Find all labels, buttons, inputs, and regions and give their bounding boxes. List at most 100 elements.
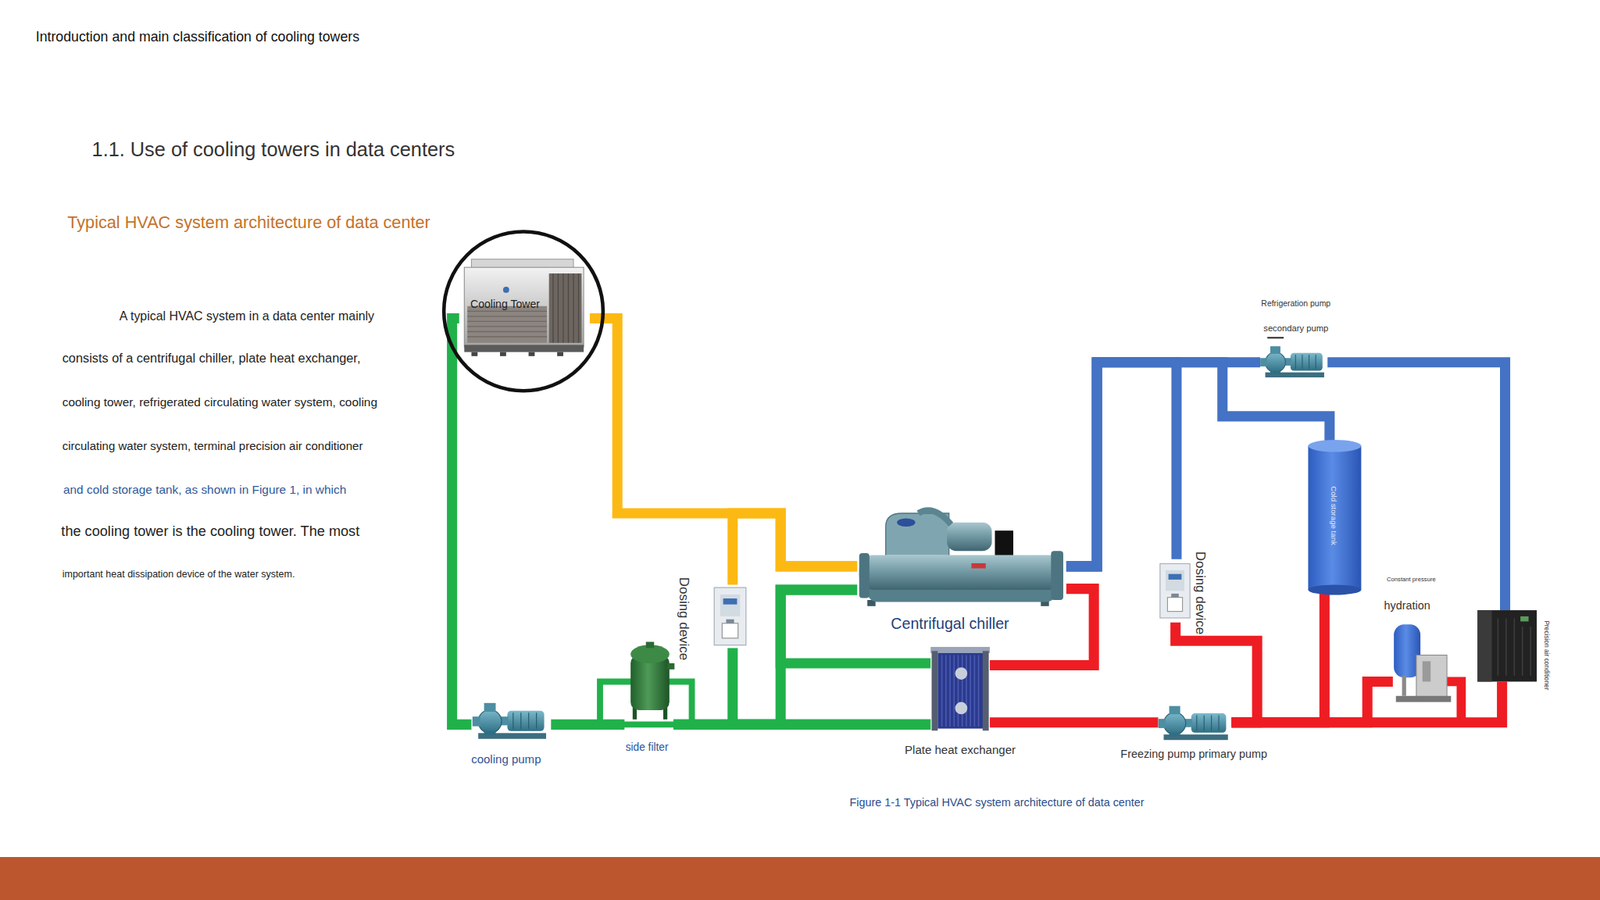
- equipment-node: Constant pressurehydration: [1392, 620, 1451, 702]
- precision-air-conditioner-illustration-part: [1520, 616, 1529, 622]
- secondary-pump-illustration-part: [1260, 346, 1325, 378]
- dosing-device-illustration-part: [714, 587, 747, 646]
- centrifugal-chiller-illustration-part: [946, 522, 992, 552]
- water-pipe: [732, 513, 858, 585]
- cooling-tower-illustration-part: [503, 286, 510, 293]
- centrifugal-chiller-illustration-part: [918, 510, 952, 525]
- equipment-node: cooling pump: [471, 702, 551, 742]
- cooling-tower-illustration-part: [549, 273, 583, 343]
- water-pipe: [452, 318, 472, 725]
- water-pipe: [1066, 362, 1330, 567]
- water-pipe: [673, 589, 858, 725]
- dosing-device-illustration-part: [1160, 564, 1190, 618]
- cooling-tower-illustration-part: [557, 352, 564, 357]
- primary-pump-illustration: [1157, 706, 1228, 740]
- plate-heat-exchanger-illustration-part: [930, 646, 990, 654]
- equipment-node: Cooling Tower: [459, 257, 590, 355]
- plate-heat-exchanger-illustration-part: [955, 702, 968, 715]
- cold-storage-tank-illustration-part: [1307, 584, 1361, 595]
- water-pipe: [1231, 592, 1325, 723]
- footer-band: [0, 857, 1600, 900]
- cooling-tower-illustration: [443, 231, 604, 391]
- hydration-unit-illustration-part: [1396, 696, 1452, 703]
- body-text: circulating water system, terminal preci…: [62, 439, 364, 452]
- page-header: Introduction and main classification of …: [35, 30, 360, 45]
- hydration-unit-illustration-part: [1422, 660, 1431, 682]
- equipment-node: Freezing pump primary pump: [1157, 702, 1232, 743]
- cooling-tower-illustration-part: [464, 267, 584, 347]
- equipment-label: Plate heat exchanger: [904, 743, 1016, 756]
- equipment-label: Constant pressure: [1386, 576, 1436, 583]
- equipment-node: Centrifugal chiller: [857, 510, 1067, 604]
- centrifugal-chiller-illustration-part: [859, 553, 870, 598]
- side-filter-illustration-part: [646, 642, 654, 649]
- precision-air-conditioner-illustration: [1477, 610, 1537, 682]
- precision-air-conditioner-illustration-part: [1477, 610, 1492, 682]
- water-pipe: [1066, 362, 1177, 567]
- equipment-label: hydration: [1384, 599, 1431, 611]
- body-text: consists of a centrifugal chiller, plate…: [62, 351, 361, 365]
- centrifugal-chiller-illustration-part: [885, 513, 950, 556]
- body-text: and cold storage tank, as shown in Figur…: [63, 483, 347, 496]
- primary-pump-illustration-part: [1157, 706, 1228, 740]
- equipment-node: Dosing device: [712, 584, 749, 648]
- equipment-label: cooling pump: [471, 753, 541, 765]
- equipment-label: secondary pump: [1263, 324, 1329, 333]
- cooling-tower-illustration-part: [471, 352, 478, 357]
- centrifugal-chiller-illustration: [859, 510, 1064, 607]
- equipment-node: Refrigeration pumpsecondary pump: [1260, 344, 1328, 382]
- body-text: cooling tower, refrigerated circulating …: [62, 396, 378, 408]
- equipment-label: Dosing device: [678, 576, 692, 661]
- figure-caption: Figure 1-1 Typical HVAC system architect…: [850, 796, 1145, 808]
- section-heading: 1.1. Use of cooling towers in data cente…: [92, 139, 456, 160]
- equipment-label: Dosing device: [1194, 551, 1208, 636]
- water-pipe: [989, 717, 1159, 728]
- cooling-tower-illustration-part: [500, 352, 507, 357]
- cooling-tower-illustration-part: [528, 352, 536, 357]
- hydration-unit-illustration-part: [1416, 655, 1447, 699]
- hydration-unit-illustration-part: [1402, 675, 1407, 697]
- body-text: important heat dissipation device of the…: [62, 569, 296, 580]
- centrifugal-chiller-illustration-part: [859, 555, 1064, 590]
- equipment-label: Centrifugal chiller: [890, 617, 1009, 633]
- cooling-pump-illustration-part: [472, 703, 547, 740]
- side-filter-illustration-part: [630, 655, 670, 711]
- equipment-node: side filter: [624, 640, 674, 729]
- side-filter-illustration-part: [667, 663, 675, 670]
- equipment-label: Refrigeration pump: [1260, 300, 1331, 308]
- cooling-tower-illustration-part: [464, 344, 584, 352]
- cooling-tower-illustration-part: [467, 306, 547, 343]
- figure-title: Typical HVAC system architecture of data…: [67, 214, 431, 232]
- equipment-label: Freezing pump primary pump: [1120, 748, 1268, 760]
- cold-storage-tank-illustration-part: [1307, 439, 1361, 453]
- equipment-label: Cooling Tower: [470, 298, 540, 310]
- equipment-node: Plate heat exchanger: [930, 649, 990, 731]
- cooling-pump-illustration: [472, 703, 547, 740]
- body-text: the cooling tower is the cooling tower. …: [60, 524, 360, 539]
- hydration-unit-illustration: [1393, 624, 1451, 702]
- plate-heat-exchanger-illustration-part: [942, 655, 979, 727]
- equipment-node: Cold storage tank: [1307, 440, 1361, 592]
- cold-storage-tank-illustration-part: [1307, 446, 1361, 590]
- plate-heat-exchanger-illustration-part: [955, 667, 968, 680]
- centrifugal-chiller-illustration-part: [994, 530, 1014, 555]
- centrifugal-chiller-illustration-part: [1050, 550, 1064, 600]
- secondary-pump-illustration: [1260, 337, 1325, 378]
- precision-air-conditioner-illustration-part: [1477, 610, 1537, 682]
- water-pipe: [732, 647, 931, 725]
- water-pipe: [589, 318, 858, 567]
- equipment-label: Cold storage tank: [1329, 485, 1338, 546]
- equipment-label: Precision air conditioner: [1543, 620, 1550, 690]
- cooling-tower-illustration-part: [443, 231, 604, 391]
- precision-air-conditioner-illustration-part: [1497, 618, 1531, 676]
- secondary-pump-illustration-part: [1267, 336, 1284, 339]
- plate-heat-exchanger-illustration: [930, 646, 990, 731]
- water-pipe: [1231, 681, 1393, 722]
- equipment-label: side filter: [625, 742, 669, 754]
- plate-heat-exchanger-illustration-part: [937, 653, 985, 729]
- cold-storage-tank-illustration: [1307, 439, 1361, 596]
- side-filter-illustration: [630, 642, 675, 720]
- equipment-node: Precision air conditioner: [1477, 610, 1537, 682]
- cooling-tower-illustration-part: [553, 273, 579, 343]
